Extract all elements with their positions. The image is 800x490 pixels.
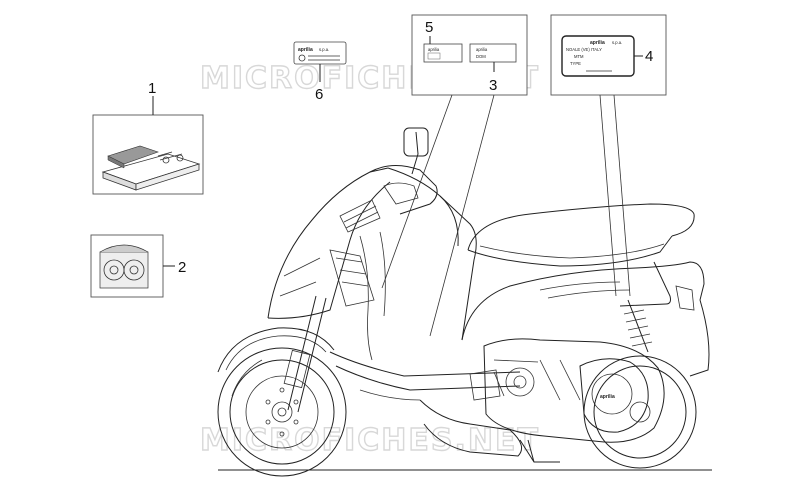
centre-stand [519, 439, 560, 463]
part-3-dom: DOM [476, 54, 486, 59]
leg-shield [387, 167, 477, 341]
mirror [403, 127, 429, 157]
mirror-stem [411, 131, 419, 175]
watermark-bottom: MICROFICHES.NET [200, 423, 540, 458]
part-4-type: TYPE [570, 61, 581, 66]
leader-4-to-bike [599, 94, 617, 297]
exhaust [419, 399, 523, 457]
part-3-decal [469, 43, 517, 63]
part-4-mtm: MTM [574, 54, 584, 59]
floorboard [329, 351, 521, 377]
scooter-drawing: aprilia [217, 127, 712, 477]
part-4-id-plate: aprilia s.p.a. NOALE (VE) ITALY MTM TYPE… [550, 14, 667, 297]
cvt-brand: aprilia [600, 394, 615, 400]
front-shield [267, 167, 389, 319]
part-6-brand: aprilia [298, 47, 313, 53]
callout-5: 5 [425, 19, 433, 36]
part-1-owner-manual: 1 [92, 80, 204, 195]
part-6-brand-suffix: s.p.a. [319, 47, 329, 52]
part-4-brand: aprilia [590, 40, 605, 46]
headlight-cover [369, 165, 438, 215]
front-fender [217, 327, 335, 373]
part-2-decal-pack: 2 [90, 234, 186, 298]
rear-body [461, 261, 705, 341]
callout-3: 3 [489, 77, 497, 94]
part-5-decal [423, 43, 463, 63]
callout-1: 1 [148, 80, 156, 97]
parts-3-5-box: aprilia aprilia DOM 5 3 [381, 14, 528, 337]
leader-3-to-bike [429, 94, 495, 337]
part-6-brand-decal: aprilia s.p.a. 6 [293, 41, 347, 103]
callout-2: 2 [178, 259, 186, 276]
part-4-plate-line: NOALE (VE) ITALY [566, 47, 602, 52]
front-wheel [217, 347, 347, 477]
cvt-cover [579, 358, 649, 433]
part-5-brand: aprilia [428, 47, 440, 52]
rear-shock [627, 299, 649, 353]
rear-fender [689, 299, 710, 377]
rear-wheel [583, 355, 697, 469]
leader-5-to-bike [381, 94, 453, 289]
seat [467, 203, 695, 251]
engine [483, 338, 665, 443]
callout-6: 6 [315, 86, 323, 103]
part-3-brand: aprilia [476, 47, 488, 52]
callout-4: 4 [645, 48, 653, 65]
part-4-brand-suffix: s.p.a. [612, 40, 622, 45]
